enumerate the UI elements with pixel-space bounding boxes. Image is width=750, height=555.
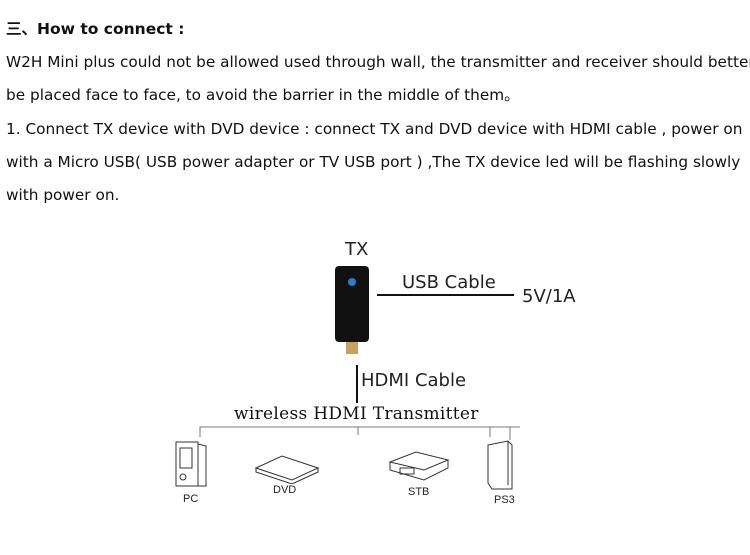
device-label-dvd: DVD [273, 484, 297, 496]
ps3-icon [487, 440, 513, 490]
text-line: with a Micro USB( USB power adapter or T… [6, 152, 741, 171]
power-label: 5V/1A [522, 286, 576, 307]
device-label-pc: PC [183, 493, 199, 505]
device-label-ps3: PS3 [494, 494, 515, 506]
dvd-icon [254, 455, 320, 484]
tx-label: TX [345, 239, 369, 260]
text-line: 1. Connect TX device with DVD device : c… [6, 119, 743, 138]
hdmi-cable-line [356, 365, 358, 403]
text-line: with power on. [6, 186, 120, 205]
usb-cable-label: USB Cable [402, 272, 496, 293]
pc-icon [175, 441, 207, 487]
usb-cable-line [377, 294, 514, 296]
text-line: be placed face to face, to avoid the bar… [6, 86, 520, 105]
transmitter-label: wireless HDMI Transmitter [234, 404, 479, 424]
tx-dongle-icon [335, 266, 369, 354]
stb-icon [388, 451, 450, 481]
connector-lines [199, 426, 510, 437]
instructions: W2H Mini plus could not be allowed used … [6, 46, 750, 212]
hdmi-cable-label: HDMI Cable [361, 370, 467, 391]
device-label-stb: STB [408, 486, 430, 498]
connector-right [480, 426, 491, 437]
section-heading: 三、How to connect : [6, 20, 185, 38]
text-line: W2H Mini plus could not be allowed used … [6, 53, 750, 71]
